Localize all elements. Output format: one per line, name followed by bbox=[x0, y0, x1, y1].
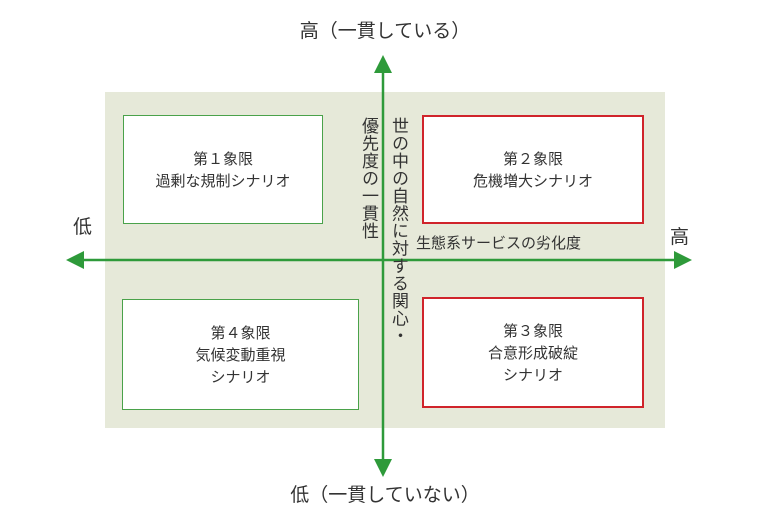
quadrant-3-title: 合意形成破綻 bbox=[487, 343, 578, 362]
y-axis-top-label: 高（一貫している） bbox=[299, 20, 471, 42]
y-axis-bottom-label: 低（一貫していない） bbox=[290, 484, 480, 506]
quadrant-4: 第４象限 気候変動重視 シナリオ bbox=[122, 299, 359, 410]
down-arrow-icon bbox=[374, 459, 392, 477]
quadrant-4-number: 第４象限 bbox=[210, 323, 271, 342]
quadrant-3: 第３象限 合意形成破綻 シナリオ bbox=[422, 297, 644, 408]
quadrant-1-title: 過剰な規制シナリオ bbox=[155, 171, 291, 190]
left-arrow-icon bbox=[66, 251, 84, 269]
x-axis-left-label: 低 bbox=[73, 216, 93, 238]
quadrant-2: 第２象限 危機増大シナリオ bbox=[422, 115, 644, 224]
quadrant-4-title-line2: シナリオ bbox=[210, 367, 271, 386]
quadrant-1: 第１象限 過剰な規制シナリオ bbox=[123, 115, 323, 224]
up-arrow-icon bbox=[374, 55, 392, 73]
quadrant-4-title: 気候変動重視 bbox=[195, 345, 286, 364]
quadrant-2-number: 第２象限 bbox=[502, 149, 563, 168]
quadrant-3-number: 第３象限 bbox=[502, 321, 563, 340]
quadrant-1-number: 第１象限 bbox=[192, 149, 253, 168]
quadrant-3-title-line2: シナリオ bbox=[502, 365, 563, 384]
right-arrow-icon bbox=[674, 251, 692, 269]
quadrant-2-title: 危機増大シナリオ bbox=[472, 171, 593, 190]
x-axis-right-label: 高 bbox=[670, 226, 690, 248]
y-axis-title-line2: 優先度の一貫性 bbox=[358, 117, 378, 240]
x-axis-title: 生態系サービスの劣化度 bbox=[416, 234, 582, 252]
y-axis-title-line1: 世の中の自然に対する関心・ bbox=[388, 117, 408, 345]
